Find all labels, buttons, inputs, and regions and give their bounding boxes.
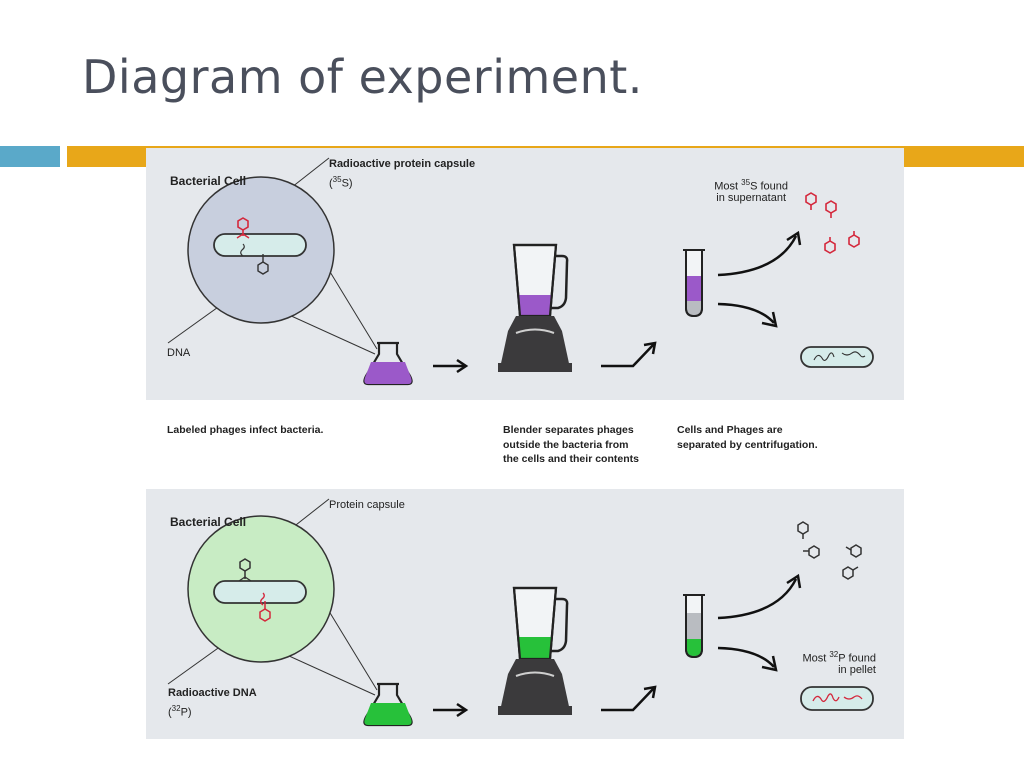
- isotope-open: (: [329, 177, 333, 190]
- caption-blender-line3: the cells and their contents: [503, 453, 639, 465]
- bacterium-icon: [213, 233, 307, 257]
- bacterial-cell-label: Bacterial Cell: [170, 515, 247, 529]
- result-pre: Most: [714, 180, 742, 193]
- test-tube-icon: [683, 594, 705, 659]
- blender-icon: [498, 586, 572, 715]
- pellet-result-label: Most 32P found: [784, 648, 876, 666]
- slide-title: Diagram of experiment.: [82, 50, 643, 104]
- pellet-bacterium-icon: [800, 686, 874, 711]
- arrow-up-right-icon: [601, 685, 657, 712]
- dna-label: DNA: [167, 347, 191, 359]
- isotope-mass: 35: [332, 175, 342, 184]
- caption-centrifuge-line1: Cells and Phages are: [677, 424, 783, 436]
- result-pre: Most: [802, 652, 830, 665]
- result-mass: 35: [741, 178, 751, 187]
- phage-attached-icon: [238, 558, 271, 622]
- phosphorus-experiment-panel: Bacterial Cell Protein capsule Radioacti…: [146, 489, 904, 739]
- flask-icon: [363, 341, 413, 386]
- caption-blender-line2: outside the bacteria from: [503, 438, 629, 451]
- supernatant-arrow-icon: [717, 230, 802, 277]
- arrow-right-icon: [433, 358, 469, 374]
- caption-centrifuge: Cells and Phages are separated by centri…: [677, 423, 818, 452]
- radioactive-phages-icon: [805, 192, 860, 254]
- caption-blender: Blender separates phages outside the bac…: [503, 423, 639, 467]
- result-post: S found: [750, 180, 788, 193]
- bacterium-icon: [213, 580, 307, 604]
- blender-icon: [498, 243, 572, 372]
- bacterial-cell-label: Bacterial Cell: [170, 174, 247, 188]
- supernatant-arrow-icon: [717, 573, 802, 620]
- sulfur-experiment-diagram: [167, 157, 874, 386]
- capsule-label: Radioactive protein capsule: [329, 158, 476, 170]
- supernatant-result-label: Most 35S found: [702, 176, 788, 194]
- pellet-arrow-icon: [717, 646, 778, 672]
- sulfur-experiment-panel: Bacterial Cell Radioactive protein capsu…: [146, 148, 904, 400]
- pellet-bacterium-icon: [800, 346, 874, 368]
- arrow-up-right-icon: [601, 341, 657, 368]
- isotope-label: (32P): [168, 702, 192, 720]
- isotope-open: (: [168, 706, 172, 719]
- isotope-symbol: P): [180, 706, 192, 719]
- isotope-mass: 32: [171, 704, 181, 713]
- phage-attached-icon: [236, 217, 269, 275]
- flask-icon: [363, 682, 413, 727]
- phosphorus-experiment-diagram: [167, 498, 874, 727]
- result-post: P found: [838, 652, 876, 665]
- supernatant-result-line2: in supernatant: [716, 192, 786, 204]
- isotope-label: (35S): [329, 173, 353, 191]
- result-mass: 32: [829, 650, 839, 659]
- pellet-arrow-icon: [717, 302, 778, 328]
- accent-bar-teal: [0, 146, 60, 167]
- pellet-result-line2: in pellet: [838, 664, 876, 676]
- caption-centrifuge-line2: separated by centrifugation.: [677, 438, 818, 451]
- arrow-right-icon: [433, 702, 469, 718]
- capsule-label: Protein capsule: [329, 499, 405, 511]
- unlabeled-phages-icon: [797, 521, 862, 580]
- radioactive-dna-label: Radioactive DNA: [168, 687, 257, 699]
- caption-infect: Labeled phages infect bacteria.: [167, 424, 324, 436]
- caption-blender-line1: Blender separates phages: [503, 424, 634, 436]
- isotope-symbol: S): [341, 177, 353, 190]
- test-tube-icon: [683, 249, 705, 318]
